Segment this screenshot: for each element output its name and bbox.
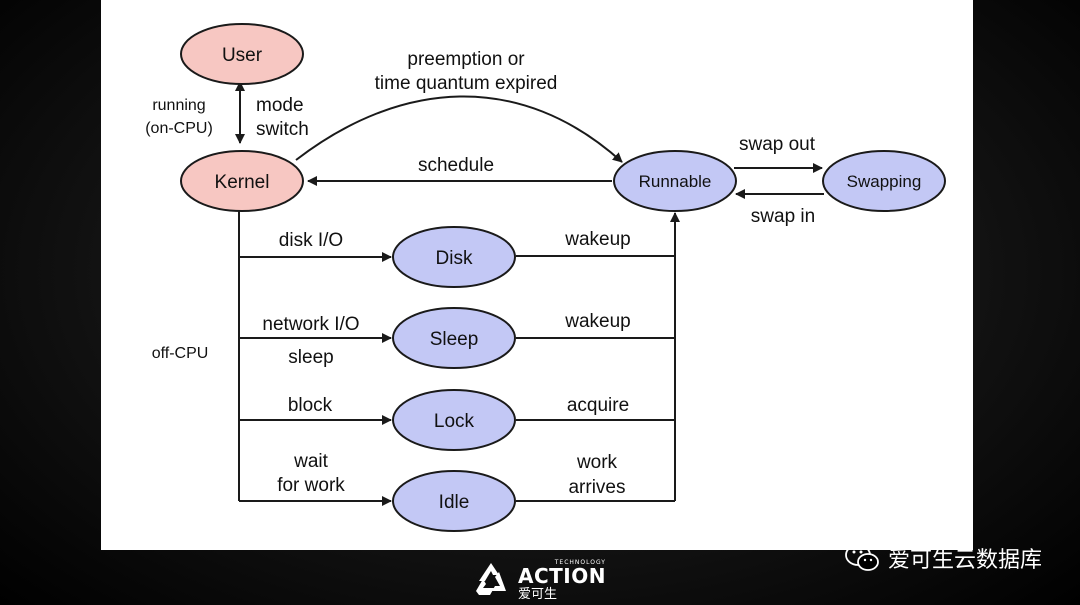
node-idle — [392, 470, 516, 532]
watermark-text: 爱可生云数据库 — [887, 548, 1042, 573]
node-disk — [392, 226, 516, 288]
wakeup-disk-label: wakeup — [564, 229, 631, 250]
node-user-label: User — [222, 45, 263, 66]
logo-cn-text: 爱可生 — [518, 586, 558, 602]
preemption-label-line1: preemption or — [407, 49, 525, 70]
wechat-icon — [845, 544, 879, 571]
wait-label-line1: wait — [293, 451, 329, 472]
action-logo-icon — [476, 563, 506, 595]
disk-io-label: disk I/O — [279, 230, 343, 251]
action-logo: TECHNOLOGY ACTION 爱可生 — [470, 558, 606, 602]
running-label-line2: (on-CPU) — [145, 120, 213, 137]
node-lock — [392, 389, 516, 451]
logo-small-text: TECHNOLOGY — [554, 558, 606, 566]
node-sleep-label: Sleep — [430, 329, 479, 350]
node-swapping-label: Swapping — [847, 172, 922, 191]
node-disk-label: Disk — [436, 248, 473, 269]
node-swapping — [822, 150, 946, 212]
node-kernel-label: Kernel — [215, 172, 270, 193]
wakeup-sleep-label: wakeup — [564, 311, 631, 332]
node-kernel — [180, 150, 304, 212]
side-labels: running (on-CPU) off-CPU — [145, 97, 213, 362]
node-lock-label: Lock — [434, 411, 475, 432]
node-idle-label: Idle — [439, 492, 470, 513]
sleep-edge-label: sleep — [288, 347, 333, 368]
edge-preemption — [295, 95, 623, 163]
preemption-label-line2: time quantum expired — [375, 73, 558, 94]
watermark: 爱可生云数据库 — [844, 540, 1042, 576]
node-labels: User Kernel Runnable Swapping Disk Sleep… — [215, 45, 922, 513]
node-runnable — [613, 150, 737, 212]
edges — [235, 81, 824, 506]
mode-label-line1: mode — [256, 95, 304, 116]
work-label-line1: work — [576, 452, 618, 473]
edge-labels: preemption or time quantum expired sched… — [256, 49, 816, 498]
swap-in-label: swap in — [751, 206, 815, 227]
nodes — [180, 23, 946, 532]
block-label: block — [288, 395, 333, 416]
work-label-line2: arrives — [568, 477, 625, 498]
node-runnable-label: Runnable — [639, 172, 712, 191]
logo-brand-text: ACTION — [518, 563, 606, 588]
mode-label-line2: switch — [256, 119, 309, 140]
diagram-panel — [101, 0, 973, 550]
schedule-label: schedule — [418, 155, 494, 176]
node-sleep — [392, 307, 516, 369]
wait-label-line2: for work — [277, 475, 345, 496]
node-user — [180, 23, 304, 85]
running-label-line1: running — [152, 97, 205, 114]
off-cpu-label: off-CPU — [152, 345, 209, 362]
swap-out-label: swap out — [739, 134, 816, 155]
acquire-label: acquire — [567, 395, 629, 416]
network-io-label: network I/O — [262, 314, 359, 335]
